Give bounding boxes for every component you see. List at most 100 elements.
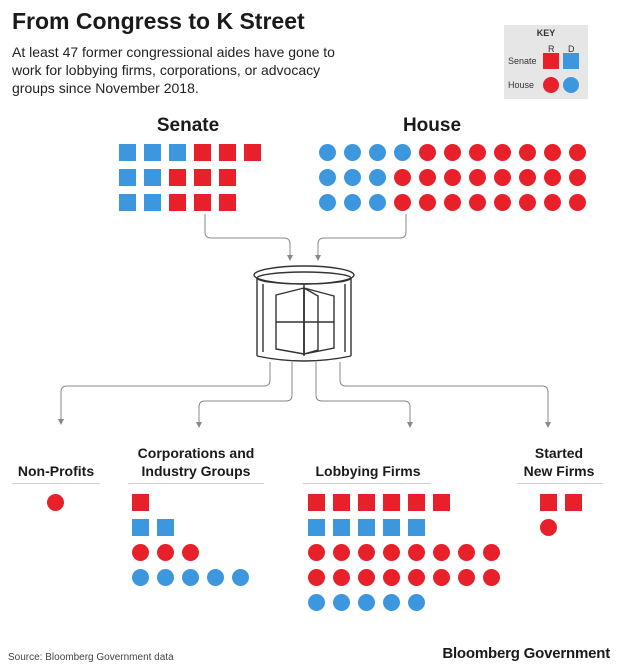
lobbying-senate-republican-mark	[358, 494, 375, 511]
lobbying-house-republican-mark	[358, 544, 375, 561]
house-group-title: House	[402, 115, 462, 136]
corporations-senate-democrat-mark	[132, 519, 149, 536]
lobbying-house-republican-mark	[483, 544, 500, 561]
key-col-r: R	[548, 44, 555, 54]
connector-lines	[58, 214, 551, 428]
house-democrat-aide-mark	[369, 194, 386, 211]
senate-democrat-aide-mark	[144, 194, 161, 211]
house-democrat-aide-mark	[344, 194, 361, 211]
page-subtitle: At least 47 former congressional aides h…	[12, 44, 335, 96]
lobbying-senate-democrat-mark	[408, 519, 425, 536]
lobbying-house-republican-mark	[483, 569, 500, 586]
house-republican-aide-mark	[494, 144, 511, 161]
corporations-house-republican-mark	[182, 544, 199, 561]
key-row-house: House	[508, 80, 535, 90]
corporations-house-republican-mark	[157, 544, 174, 561]
house-democrat-aide-mark	[394, 144, 411, 161]
source-note: Source: Bloomberg Government data	[8, 652, 174, 663]
lobbying-house-republican-mark	[433, 544, 450, 561]
house-republican-aide-mark	[519, 144, 536, 161]
senate-group-title: Senate	[156, 115, 220, 136]
senate-republican-aide-mark	[244, 144, 261, 161]
lobbying-house-republican-mark	[383, 569, 400, 586]
house-republican-aide-mark	[494, 194, 511, 211]
house-republican-aide-mark	[444, 169, 461, 186]
lobbying-house-democrat-mark	[408, 594, 425, 611]
corporations-senate-republican-mark	[132, 494, 149, 511]
lobbying-house-republican-mark	[333, 544, 350, 561]
lobbying-house-republican-mark	[333, 569, 350, 586]
lobbying-house-republican-mark	[433, 569, 450, 586]
senate-republican-aide-mark	[169, 194, 186, 211]
house-republican-aide-mark	[469, 144, 486, 161]
lobbying-house-democrat-mark	[308, 594, 325, 611]
lobbying-senate-republican-mark	[308, 494, 325, 511]
key-senate-democrat-square	[563, 53, 579, 69]
key-senate-republican-square	[543, 53, 559, 69]
lobbying-senate-republican-mark	[383, 494, 400, 511]
key-house-democrat-circle	[563, 77, 579, 93]
house-democrat-aide-mark	[344, 169, 361, 186]
lobbying-label: Lobbying Firms	[315, 463, 421, 479]
lobbying-rule	[303, 483, 431, 484]
key-title: KEY	[536, 28, 556, 38]
house-republican-aide-mark	[569, 194, 586, 211]
page-title: From Congress to K Street	[12, 8, 305, 34]
newfirms-label-line1: Started	[534, 445, 584, 461]
house-democrat-aide-mark	[319, 169, 336, 186]
house-republican-aide-mark	[569, 169, 586, 186]
door-to-corporations-arrow	[196, 362, 293, 428]
corporations-label-line2: Industry Groups	[141, 463, 251, 479]
senate-democrat-aide-mark	[119, 194, 136, 211]
newfirms-label: Started New Firms	[513, 444, 605, 480]
lobbying-house-republican-mark	[408, 544, 425, 561]
lobbying-house-democrat-mark	[358, 594, 375, 611]
nonprofits-label: Non-Profits	[17, 463, 95, 479]
lobbying-house-democrat-mark	[333, 594, 350, 611]
senate-republican-aide-mark	[194, 169, 211, 186]
corporations-house-democrat-mark	[207, 569, 224, 586]
newfirms-label-line2: New Firms	[523, 463, 595, 479]
key-row-senate: Senate	[508, 56, 537, 66]
senate-republican-aide-mark	[219, 169, 236, 186]
corporations-house-republican-mark	[132, 544, 149, 561]
house-republican-aide-mark	[394, 194, 411, 211]
legend-key: KEY R D Senate House	[504, 25, 588, 99]
lobbying-house-republican-mark	[408, 569, 425, 586]
house-democrat-aide-mark	[319, 194, 336, 211]
house-republican-aide-mark	[419, 144, 436, 161]
new_firms-senate-republican-mark	[540, 494, 557, 511]
house-republican-aide-mark	[544, 169, 561, 186]
lobbying-senate-democrat-mark	[333, 519, 350, 536]
key-house-republican-circle	[543, 77, 559, 93]
brand-logo: Bloomberg Government	[442, 645, 610, 662]
door-to-lobbying-arrow	[315, 362, 413, 428]
lobbying-house-republican-mark	[308, 544, 325, 561]
senate-democrat-aide-mark	[144, 144, 161, 161]
senate-republican-aide-mark	[194, 194, 211, 211]
house-democrat-aide-mark	[319, 144, 336, 161]
corporations-house-democrat-mark	[232, 569, 249, 586]
house-republican-aide-mark	[544, 144, 561, 161]
nonprofits-house-republican-mark	[47, 494, 64, 511]
house-republican-aide-mark	[394, 169, 411, 186]
senate-republican-aide-mark	[169, 169, 186, 186]
senate-to-door-arrow	[204, 214, 293, 261]
nonprofits-rule	[12, 483, 100, 484]
house-democrat-aide-mark	[344, 144, 361, 161]
lobbying-senate-democrat-mark	[383, 519, 400, 536]
house-republican-aide-mark	[569, 144, 586, 161]
door-to-nonprofits-arrow	[58, 362, 271, 425]
senate-democrat-aide-mark	[144, 169, 161, 186]
corporations-label-line1: Corporations and	[137, 445, 255, 461]
senate-republican-aide-mark	[219, 144, 236, 161]
house-republican-aide-mark	[444, 194, 461, 211]
lobbying-house-democrat-mark	[383, 594, 400, 611]
lobbying-senate-democrat-mark	[358, 519, 375, 536]
new_firms-house-republican-mark	[540, 519, 557, 536]
lobbying-senate-republican-mark	[333, 494, 350, 511]
lobbying-house-republican-mark	[383, 544, 400, 561]
house-democrat-aide-mark	[369, 144, 386, 161]
lobbying-senate-republican-mark	[408, 494, 425, 511]
house-republican-aide-mark	[444, 144, 461, 161]
